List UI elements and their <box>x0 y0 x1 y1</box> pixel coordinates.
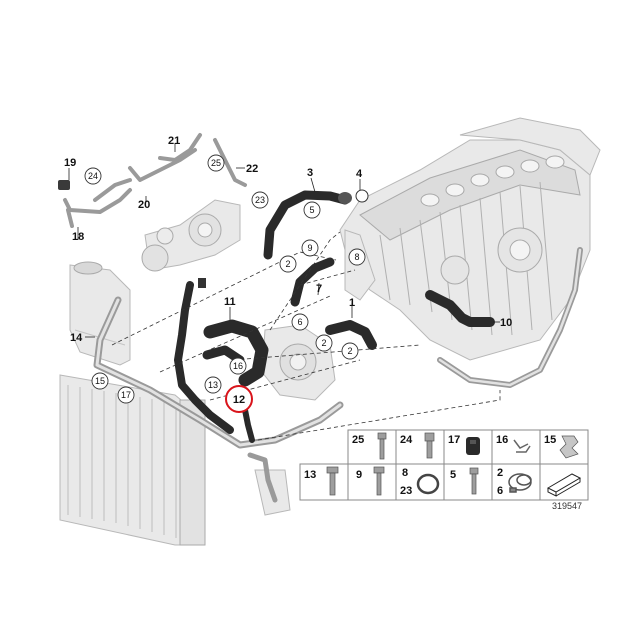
legend-num-13: 13 <box>304 469 316 481</box>
clamp-icon <box>508 473 532 493</box>
screw-icon <box>377 432 387 460</box>
shim-icon <box>546 473 582 497</box>
coolant-hoses <box>174 190 495 443</box>
callout-3: 3 <box>307 167 313 179</box>
circled-8: 8 <box>348 248 366 266</box>
circled-16: 16 <box>229 357 247 375</box>
svg-text:8: 8 <box>354 252 359 262</box>
callout-11: 11 <box>224 296 236 308</box>
callout-10: 10 <box>500 317 512 329</box>
callout-20: 20 <box>138 199 150 211</box>
leader-lines <box>68 143 500 425</box>
callout-12-highlight[interactable]: 12 <box>225 385 253 413</box>
legend-num-25: 25 <box>352 434 364 446</box>
circled-13: 13 <box>204 376 222 394</box>
hex-bolt-icon <box>326 466 339 496</box>
circled-2a: 2 <box>279 255 297 273</box>
legend-num-5: 5 <box>450 469 456 481</box>
svg-text:25: 25 <box>211 158 221 168</box>
expansion-tank <box>69 261 131 366</box>
fastener-legend: 25 24 17 16 15 13 9 8 23 5 2 6 <box>299 429 589 511</box>
radiator <box>59 374 291 546</box>
circled-9: 9 <box>301 239 319 257</box>
callout-14: 14 <box>70 332 83 344</box>
legend-num-8: 8 <box>402 467 408 479</box>
assembly-lines <box>111 231 501 441</box>
circled-23: 23 <box>251 191 269 209</box>
circled-2c: 2 <box>341 342 359 360</box>
circled-6: 6 <box>291 313 309 331</box>
svg-text:9: 9 <box>307 243 312 253</box>
turbochargers <box>141 199 241 272</box>
circled-5: 5 <box>303 201 321 219</box>
svg-text:2: 2 <box>285 259 290 269</box>
svg-text:17: 17 <box>121 390 131 400</box>
rubber-mount-icon <box>466 437 480 455</box>
legend-num-2: 2 <box>497 467 503 479</box>
circled-callouts: 24 25 23 5 9 8 2 6 2 2 16 13 15 17 <box>84 154 366 404</box>
callout-4: 4 <box>356 168 363 180</box>
svg-text:2: 2 <box>321 338 326 348</box>
turbo-lines <box>63 133 247 228</box>
svg-text:23: 23 <box>255 195 265 205</box>
circled-17: 17 <box>117 386 135 404</box>
callout-18: 18 <box>72 231 84 243</box>
svg-text:2: 2 <box>347 346 352 356</box>
callout-7: 7 <box>316 283 322 295</box>
svg-text:24: 24 <box>88 171 98 181</box>
legend-num-6: 6 <box>497 485 503 497</box>
callout-21: 21 <box>168 135 180 147</box>
legend-num-24: 24 <box>400 434 413 446</box>
callout-labels: 19 18 20 21 22 3 4 7 1 10 11 14 <box>64 135 512 344</box>
circled-24: 24 <box>84 167 102 185</box>
spring-clip-icon <box>559 435 579 459</box>
o-ring-icon <box>416 473 440 495</box>
drawing-number: 319547 <box>552 501 582 511</box>
socket-screw-icon <box>424 432 435 459</box>
circled-25: 25 <box>207 154 225 172</box>
hose-clip-icon <box>513 439 531 453</box>
circled-2b: 2 <box>315 334 333 352</box>
callout-1: 1 <box>349 297 355 309</box>
svg-text:5: 5 <box>309 205 314 215</box>
bolt-icon <box>373 466 385 496</box>
circled-15: 15 <box>91 372 109 390</box>
legend-num-17: 17 <box>448 434 460 446</box>
engine-block <box>339 117 601 361</box>
svg-text:12: 12 <box>233 394 245 406</box>
legend-num-23: 23 <box>400 485 412 497</box>
callout-22: 22 <box>246 163 258 175</box>
svg-text:15: 15 <box>95 376 105 386</box>
callout-19: 19 <box>64 157 76 169</box>
fittings <box>58 180 369 288</box>
coolant-pipes <box>93 247 583 503</box>
legend-num-9: 9 <box>356 469 362 481</box>
stud-bolt-icon <box>469 467 479 495</box>
svg-text:16: 16 <box>233 361 243 371</box>
svg-text:13: 13 <box>208 380 218 390</box>
legend-num-15: 15 <box>544 434 556 446</box>
legend-num-16: 16 <box>496 434 508 446</box>
svg-text:6: 6 <box>297 317 302 327</box>
